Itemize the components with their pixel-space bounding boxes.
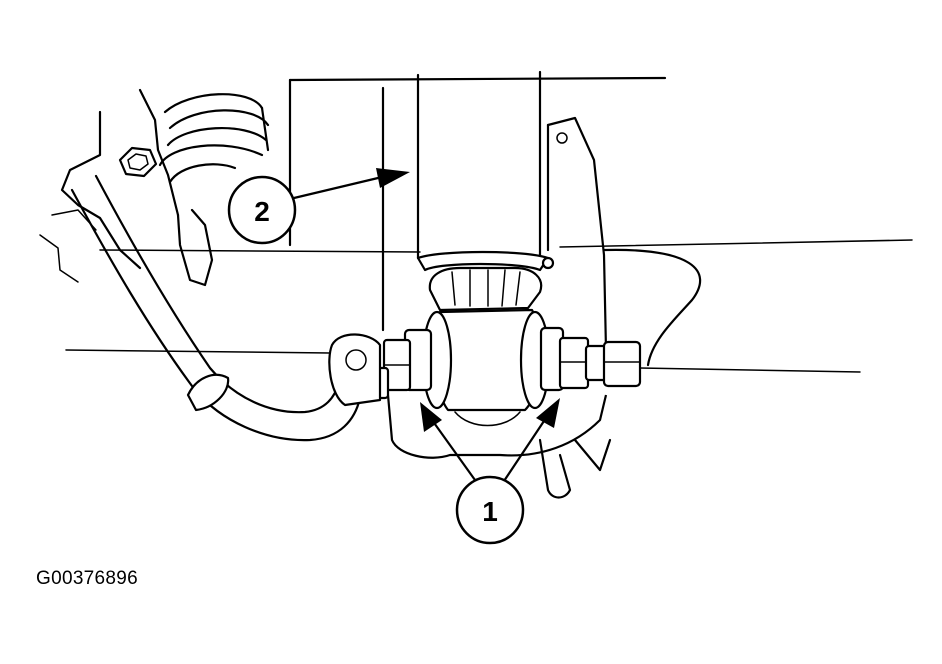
callout-1-label: 1	[482, 496, 498, 527]
mounting-bracket	[386, 116, 612, 499]
callout-2: 2	[227, 175, 297, 245]
hex-bolt-icon	[118, 146, 158, 178]
shock-absorber-body	[416, 70, 555, 312]
leader-line-1	[420, 398, 560, 489]
left-nut	[360, 328, 433, 400]
hose-fitting	[328, 333, 382, 407]
coil-spring	[158, 93, 270, 184]
callout-1: 1	[455, 475, 525, 545]
right-nut	[539, 326, 642, 392]
upper-bracket	[39, 88, 214, 287]
leader-line-2	[292, 168, 410, 200]
figure-id: G00376896	[36, 568, 139, 589]
hose-line	[70, 174, 362, 442]
callout-2-label: 2	[254, 196, 270, 227]
